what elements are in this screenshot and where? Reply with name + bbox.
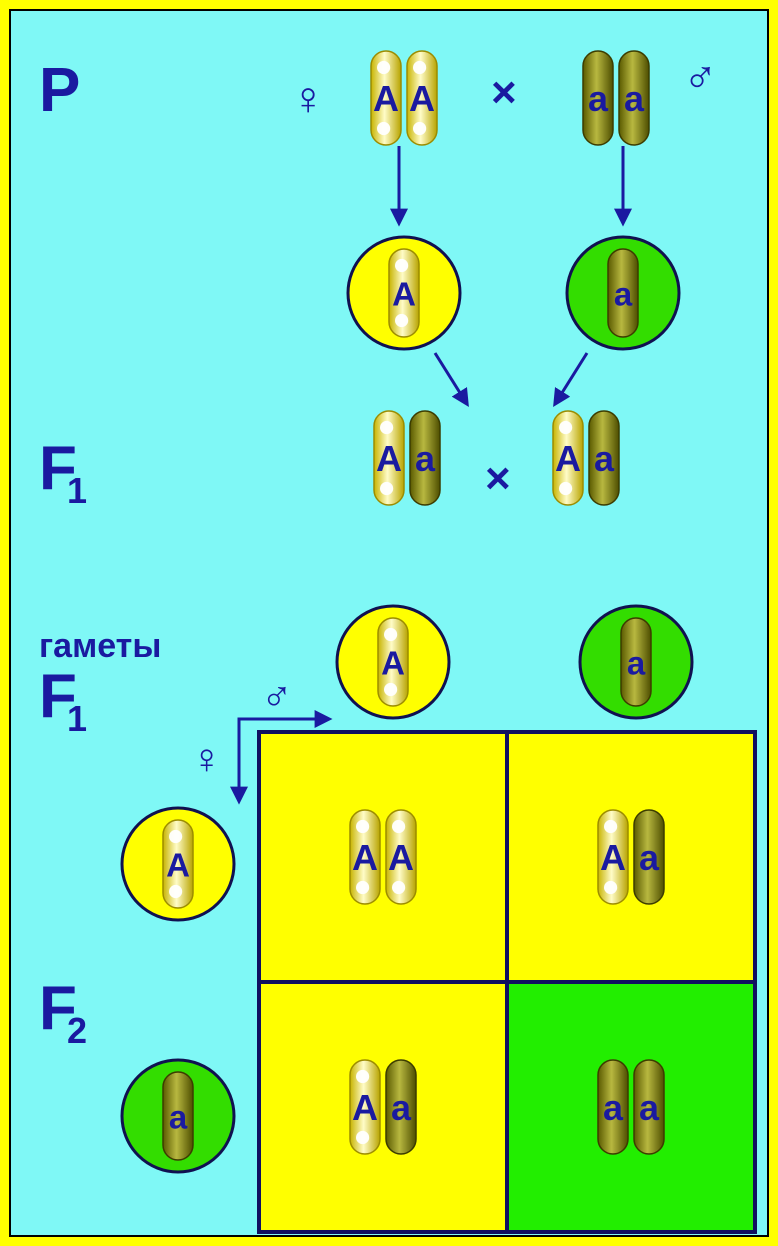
allele-label: A	[381, 644, 405, 681]
male-symbol-icon: ♂	[683, 49, 718, 101]
allele-label: A	[352, 837, 378, 878]
punnett-cell	[257, 980, 509, 1234]
dominant-chromosome: A	[162, 819, 194, 909]
allele-label: a	[639, 1087, 660, 1128]
allele-label: A	[555, 438, 581, 479]
dominant-chromosome: A	[370, 50, 402, 146]
allele-label: A	[388, 837, 414, 878]
recessive-chromosome: a	[620, 617, 652, 707]
recessive-chromosome: a	[633, 809, 665, 905]
svg-text:F: F	[39, 434, 77, 503]
recessive-chromosome: a	[618, 50, 650, 146]
punnett-square	[257, 730, 757, 1234]
gamete-cell: A	[346, 235, 462, 351]
arrow-diagonal	[433, 352, 469, 408]
allele-label: A	[352, 1087, 378, 1128]
recessive-chromosome: a	[633, 1059, 665, 1155]
gamete-cell: a	[120, 1058, 236, 1174]
male-symbol-icon: ♂	[261, 671, 293, 718]
gamete-cell: a	[565, 235, 681, 351]
dominant-chromosome: A	[385, 809, 417, 905]
arrow-diagonal	[553, 352, 589, 408]
recessive-chromosome: a	[409, 410, 441, 506]
genetics-cross-diagram: P F 1 гаметы F 1 F 2 ♀ ♂ ♂ ♀ × ×	[9, 9, 769, 1237]
svg-text:1: 1	[67, 698, 87, 739]
female-symbol-icon: ♀	[291, 72, 326, 124]
allele-label: a	[614, 275, 633, 312]
recessive-chromosome: a	[162, 1071, 194, 1161]
gamete-cell: A	[335, 604, 451, 720]
allele-label: A	[373, 78, 399, 119]
cross-sign: ×	[485, 454, 511, 503]
allele-label: A	[409, 78, 435, 119]
f1-label: F 1	[39, 434, 87, 511]
svg-text:F: F	[39, 662, 77, 731]
dominant-chromosome: A	[597, 809, 629, 905]
dominant-chromosome: A	[373, 410, 405, 506]
punnett-cell	[257, 730, 509, 984]
allele-label: a	[594, 438, 615, 479]
dominant-chromosome: A	[552, 410, 584, 506]
recessive-chromosome: a	[582, 50, 614, 146]
axis-corner	[237, 717, 329, 783]
f2-label: F 2	[39, 974, 87, 1051]
recessive-chromosome: a	[588, 410, 620, 506]
dominant-chromosome: A	[349, 809, 381, 905]
allele-label: a	[391, 1087, 412, 1128]
allele-label: a	[627, 644, 646, 681]
allele-label: A	[600, 837, 626, 878]
allele-label: a	[639, 837, 660, 878]
allele-label: A	[166, 846, 190, 883]
recessive-chromosome: a	[385, 1059, 417, 1155]
female-symbol-icon: ♀	[191, 735, 223, 782]
dominant-chromosome: A	[377, 617, 409, 707]
dominant-chromosome: A	[388, 248, 420, 338]
cross-sign: ×	[491, 68, 517, 117]
gametes-label: гаметы	[39, 627, 161, 665]
svg-text:2: 2	[67, 1010, 87, 1051]
dominant-chromosome: A	[349, 1059, 381, 1155]
allele-label: A	[376, 438, 402, 479]
svg-text:F: F	[39, 974, 77, 1043]
allele-label: A	[392, 275, 416, 312]
recessive-chromosome: a	[607, 248, 639, 338]
punnett-cell	[505, 980, 757, 1234]
gamete-cell: a	[578, 604, 694, 720]
gametes-f1-label: F 1	[39, 662, 87, 739]
recessive-chromosome: a	[597, 1059, 629, 1155]
punnett-cell	[505, 730, 757, 984]
allele-label: a	[169, 1098, 188, 1135]
allele-label: a	[588, 78, 609, 119]
svg-text:1: 1	[67, 470, 87, 511]
cross-scheme: P F 1 гаметы F 1 F 2 ♀ ♂ ♂ ♀ × ×	[39, 49, 757, 1234]
parents-label: P	[39, 56, 80, 125]
allele-label: a	[603, 1087, 624, 1128]
dominant-chromosome: A	[406, 50, 438, 146]
gamete-cell: A	[120, 806, 236, 922]
allele-label: a	[624, 78, 645, 119]
allele-label: a	[415, 438, 436, 479]
